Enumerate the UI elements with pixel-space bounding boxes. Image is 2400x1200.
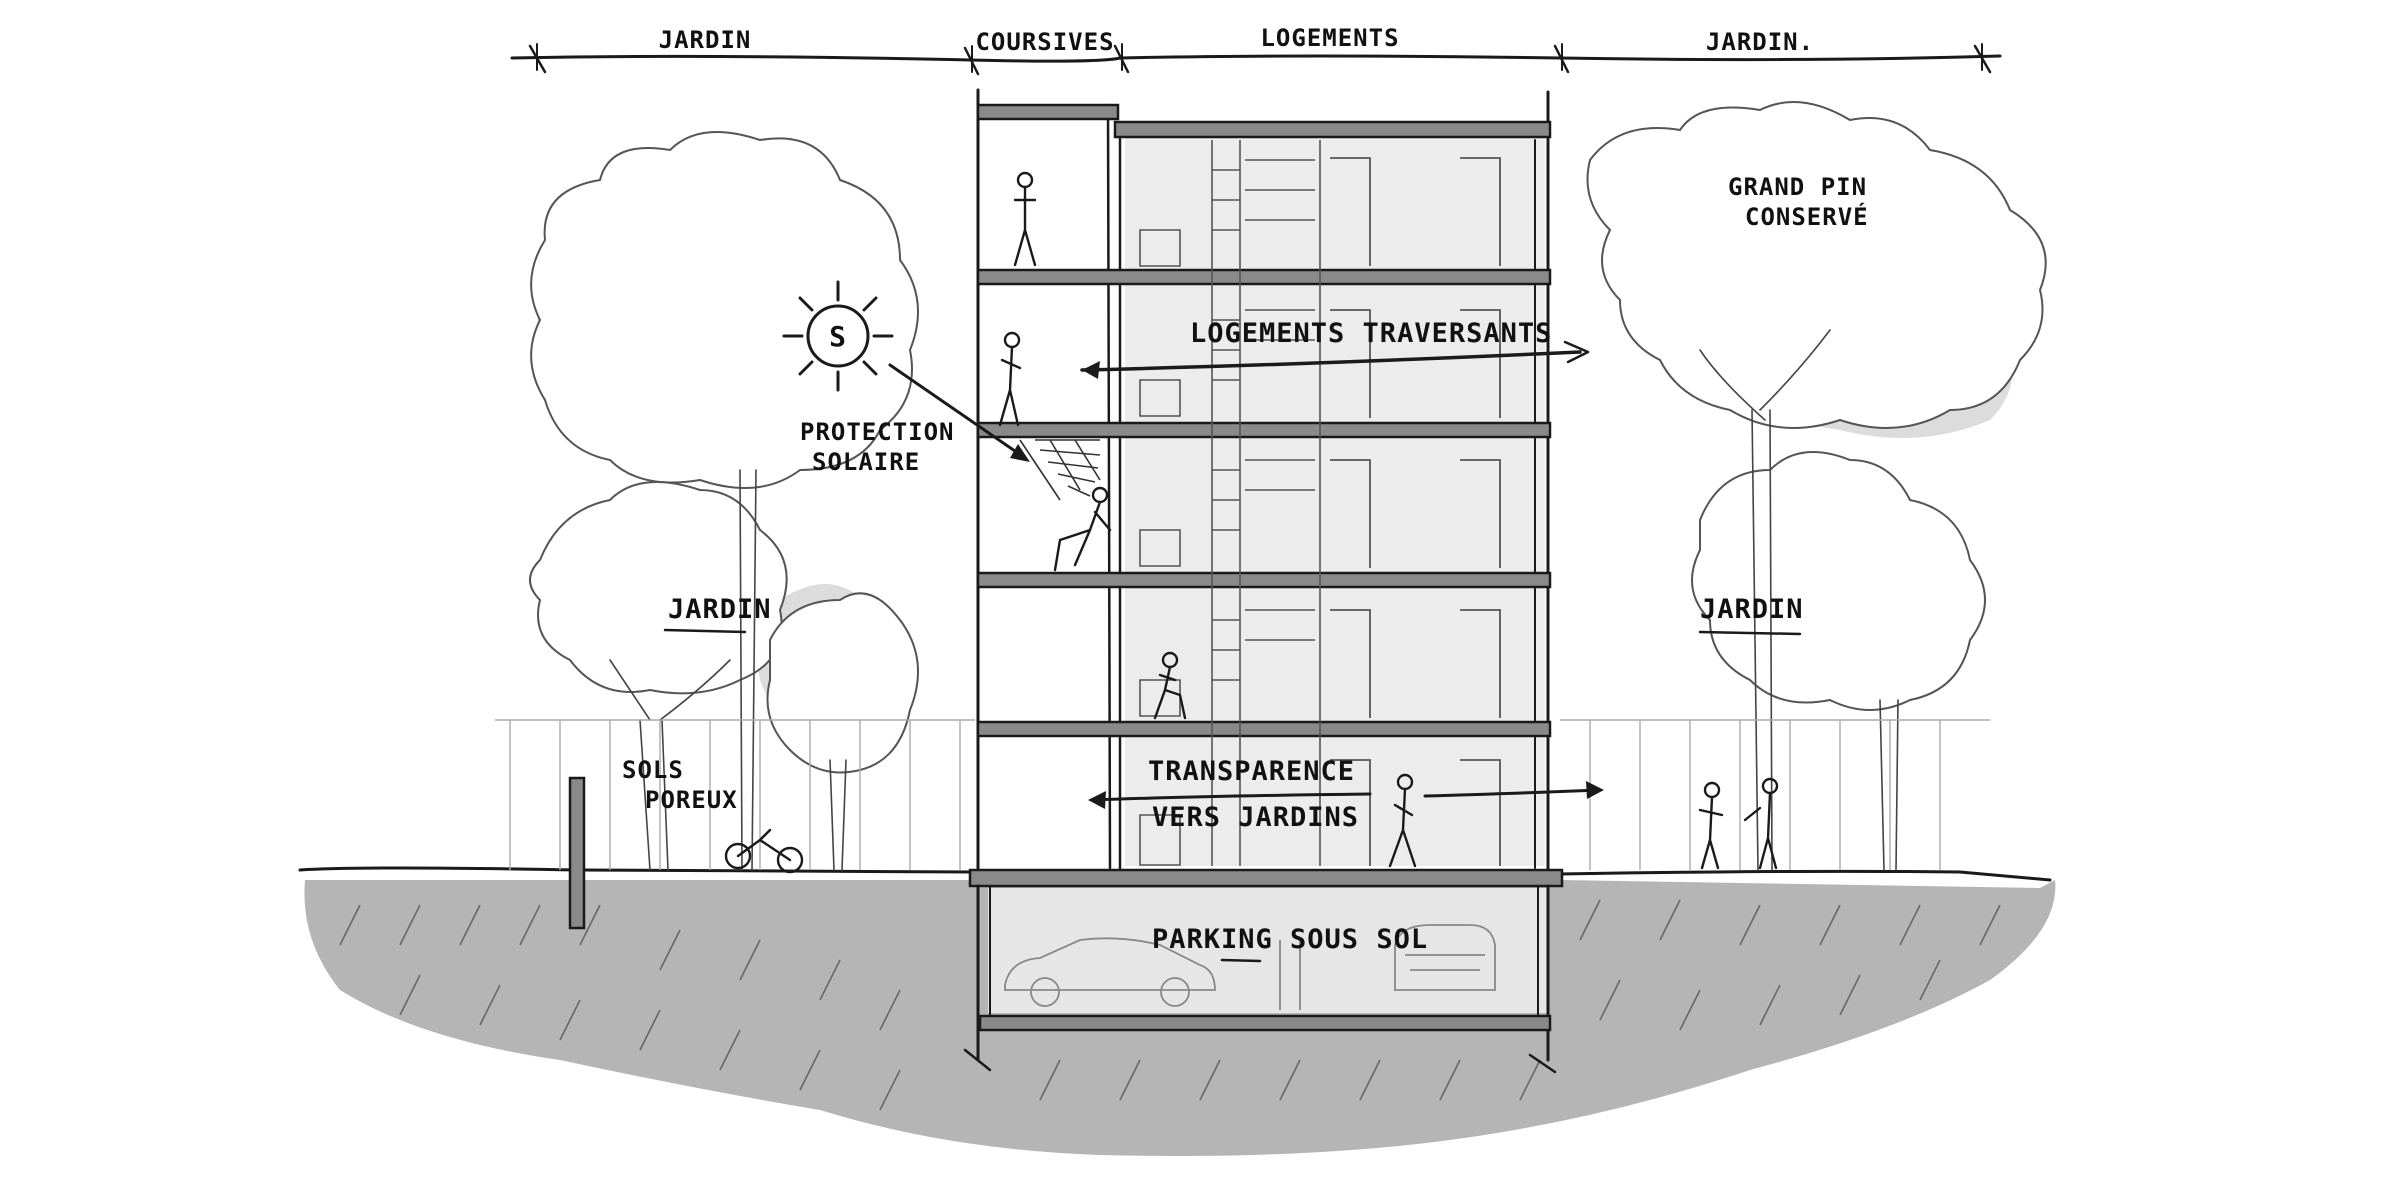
label-sols-poreux-2: POREUX [645,786,738,814]
basement-floor-slab [978,1014,1552,1032]
garden-wall [568,776,586,930]
arrows [888,340,1604,809]
arrow-transparence-right [1423,788,1602,798]
arrow-sun-ray [888,363,1027,460]
zone-label-jardin-right: JARDIN. [1706,28,1814,56]
logements-interior [1125,138,1545,866]
sun-symbol: S [782,280,894,392]
zone-label-jardin-left: JARDIN [659,26,752,54]
label-sols-poreux-1: SOLS [622,756,684,784]
building [963,88,1564,1074]
people [724,171,1779,874]
person-coursive-2 [998,331,1022,427]
floor-slab-3 [976,421,1552,439]
label-logements-traversants: LOGEMENTS TRAVERSANTS [1190,318,1552,349]
label-grand-pin-1: GRAND PIN [1728,173,1867,201]
arrow-transparence-left [1090,792,1372,802]
bicycle [724,828,804,874]
label-jardin-left: JARDIN [668,594,772,625]
annotations: GRAND PIN CONSERVÉ PROTECTION SOLAIRE LO… [622,173,1869,963]
zone-label-coursives: COURSIVES [975,28,1114,56]
ground-floor-slab [968,868,1564,888]
floor-slab-4 [976,268,1552,286]
label-grand-pin-2: CONSERVÉ [1745,202,1869,231]
label-parking: PARKING SOUS SOL [1152,924,1428,955]
arrow-logements-traversants [1080,350,1582,372]
label-protection-solaire-2: SOLAIRE [812,448,920,476]
floor-slab-1 [976,720,1552,738]
label-transparence-1: TRANSPARENCE [1148,756,1355,787]
person-crouching [1153,651,1187,720]
solar-shading-hatch [1019,439,1101,501]
label-jardin-right: JARDIN [1700,594,1804,625]
roof-slab [1113,120,1552,139]
right-trees [1586,101,2047,871]
parking-interior [988,888,1548,1013]
floor-slab-2 [976,571,1552,589]
left-trees [529,131,919,871]
person-seated [1053,486,1112,572]
zone-label-logements: LOGEMENTS [1260,24,1399,52]
label-protection-solaire-1: PROTECTION [800,418,955,446]
parked-cars [1004,924,1496,1010]
people-garden-right [1698,777,1779,870]
label-transparence-2: VERS JARDINS [1152,802,1359,833]
zone-dimension-line: JARDIN COURSIVES LOGEMENTS JARDIN. [510,24,2002,76]
sun-label: S [829,320,847,353]
person-coursive-top [1013,171,1037,267]
roof-slab-coursive [976,103,1120,121]
person-walking [1388,773,1417,868]
